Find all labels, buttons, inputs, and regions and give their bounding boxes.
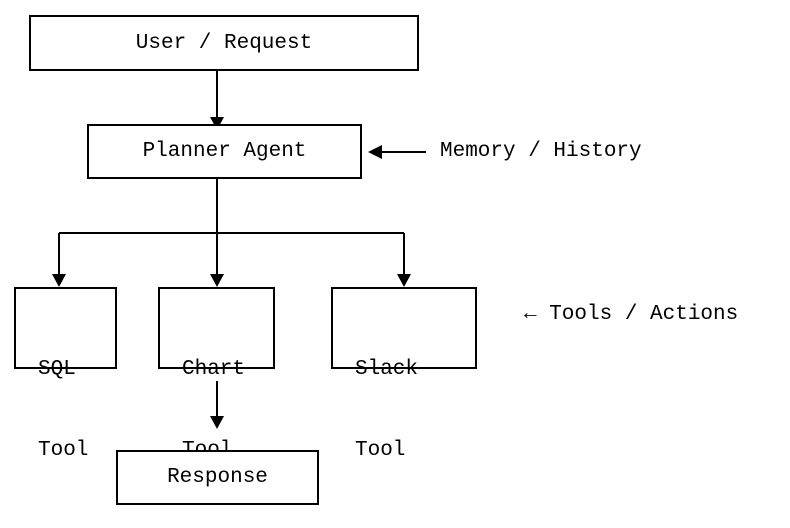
response-box: Response	[116, 450, 319, 505]
chart-tool-label-line1: Chart	[182, 358, 246, 381]
sql-tool-box: SQL Tool	[14, 287, 117, 462]
sql-tool-label-line1: SQL	[38, 358, 76, 381]
user-request-box: User / Request	[29, 15, 419, 71]
arrowhead-slack-tool	[397, 274, 411, 287]
tools-actions-label: ← Tools / Actions	[524, 303, 739, 326]
arrowhead-user-to-planner	[210, 117, 224, 130]
chart-tool-box: Chart Tool	[158, 287, 275, 462]
memory-history-label: Memory / History	[440, 140, 642, 163]
response-label: Response	[167, 466, 268, 489]
arrowhead-memory-to-planner	[368, 145, 382, 159]
user-request-label: User / Request	[135, 31, 313, 55]
planner-agent-box: Planner Agent	[87, 124, 362, 179]
slack-tool-label-line1: Slack	[355, 358, 419, 381]
arrowhead-response	[210, 416, 224, 429]
slack-tool-label-line2: Tool	[355, 439, 406, 462]
planner-agent-label: Planner Agent	[142, 140, 307, 163]
arrowhead-chart-tool	[210, 274, 224, 287]
arrowhead-sql-tool	[52, 274, 66, 287]
slack-tool-box: Slack Tool	[331, 287, 477, 462]
sql-tool-label-line2: Tool	[38, 439, 89, 462]
